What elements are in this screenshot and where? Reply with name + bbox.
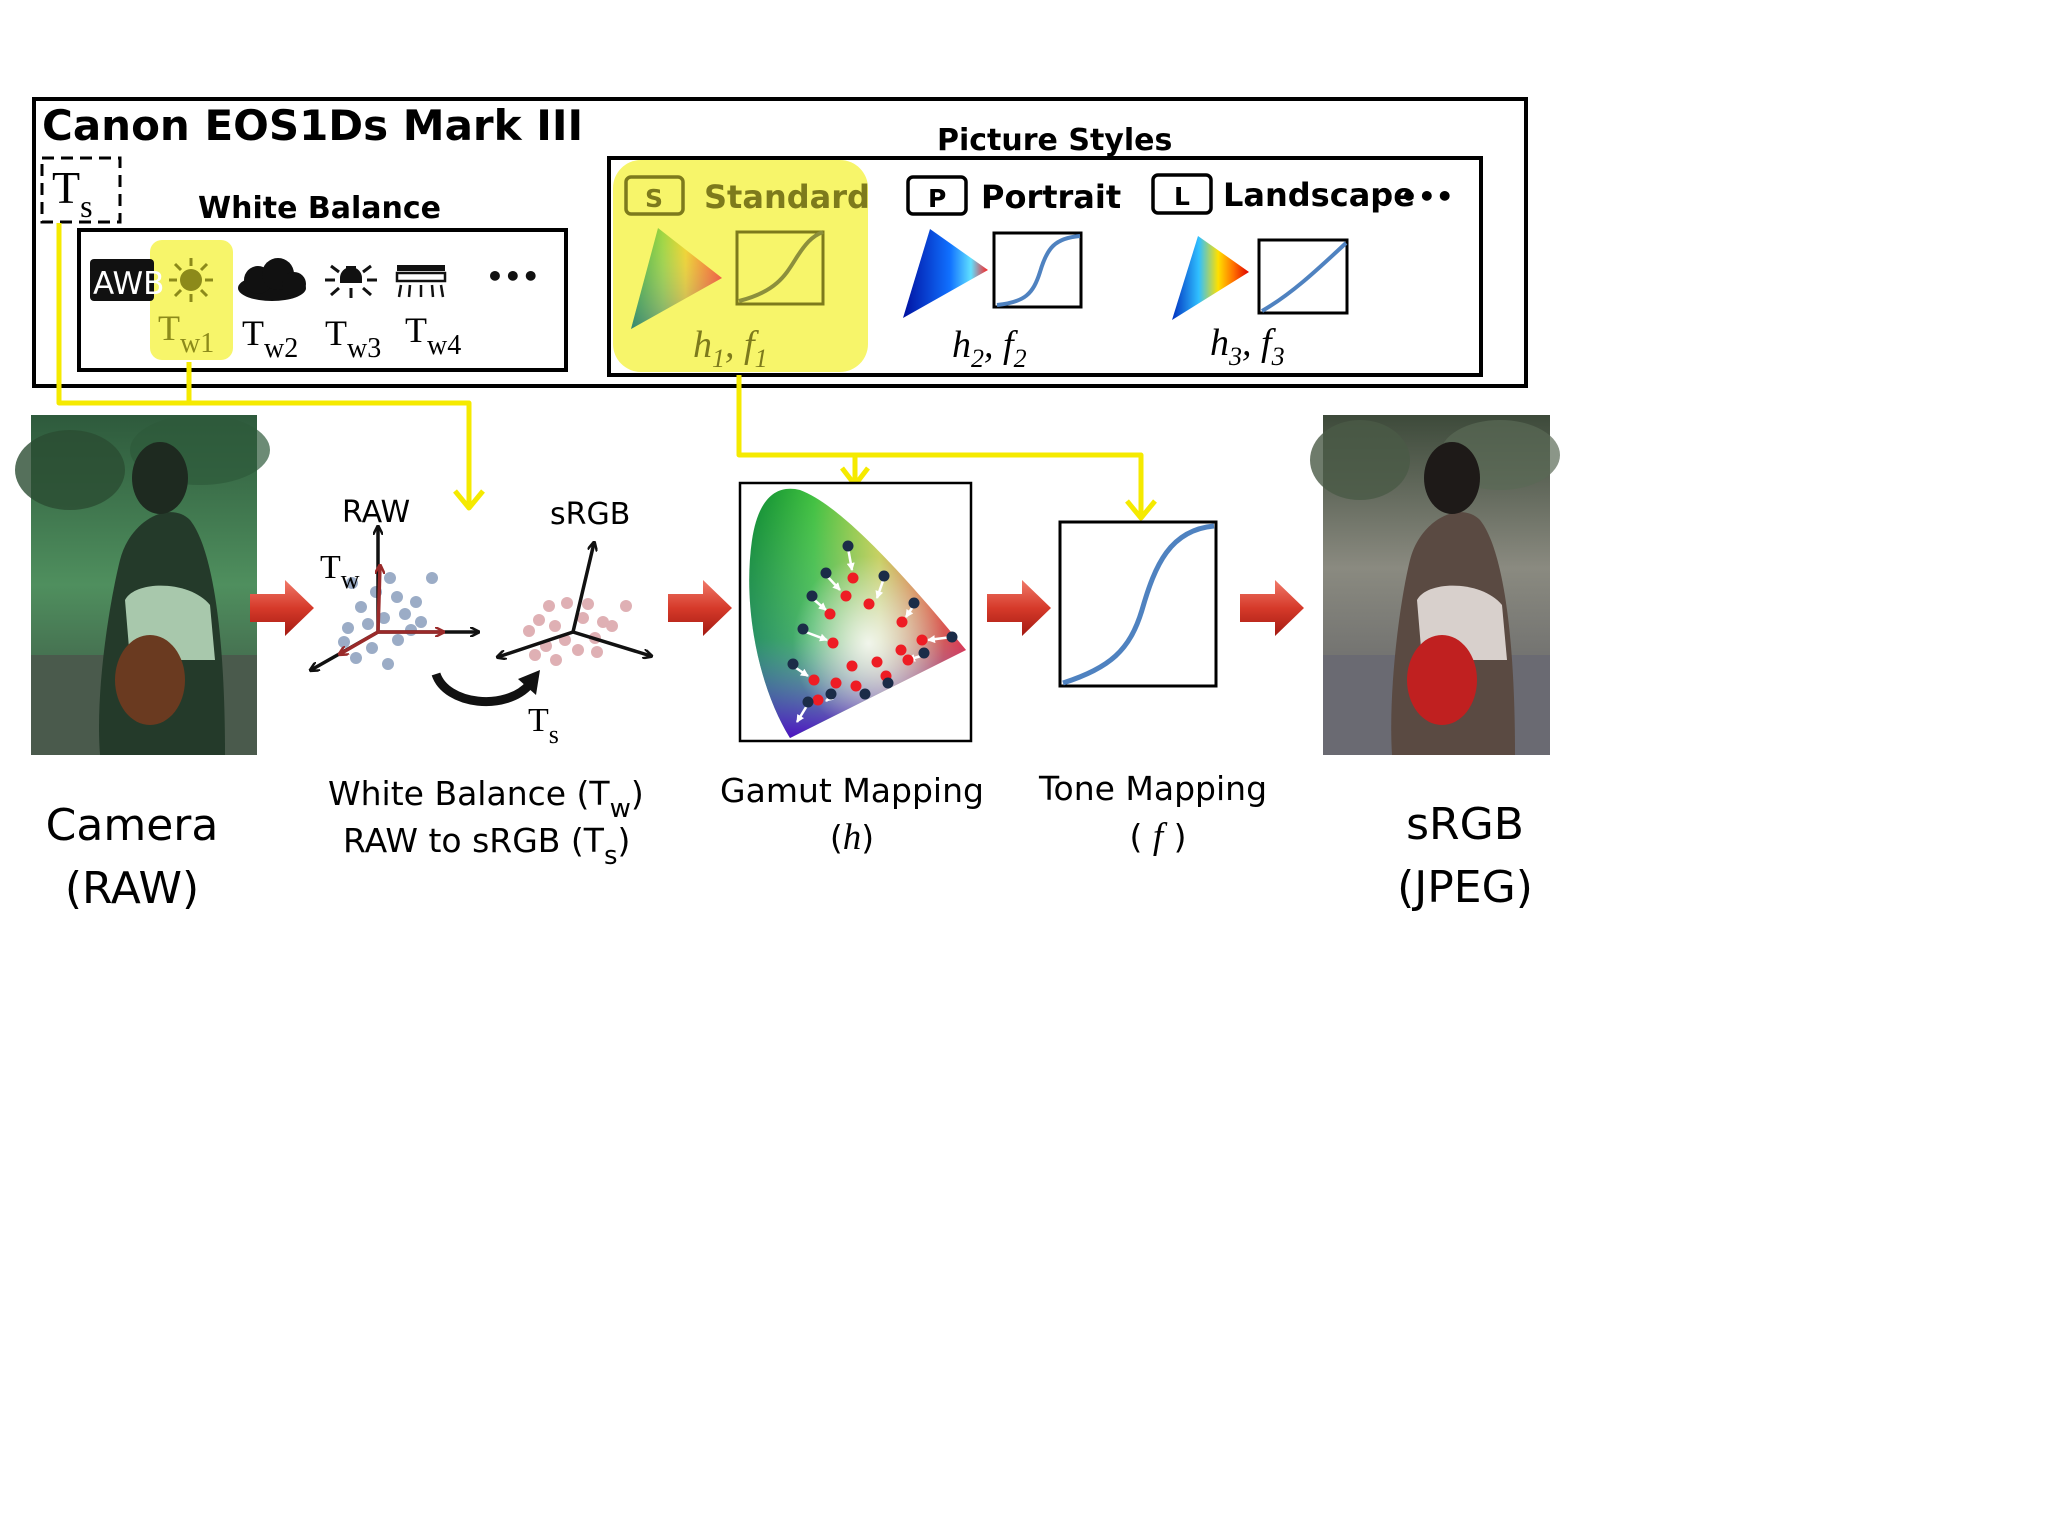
tone-mapping-box xyxy=(1058,520,1218,688)
landscape-badge-letter: L xyxy=(1174,182,1190,211)
wb-scatter-raw xyxy=(311,527,478,670)
gamut-mapping-symbol: (h) xyxy=(830,817,874,858)
ts-symbol: Ts xyxy=(52,162,93,224)
camera-label: Camera xyxy=(46,800,219,851)
tone-mapping-symbol: ( f ) xyxy=(1129,816,1186,857)
landscape-badge xyxy=(1151,173,1213,215)
standard-gamut-triangle xyxy=(631,228,722,329)
svg-text:AWB: AWB xyxy=(93,266,164,302)
srgb-axis-label: sRGB xyxy=(550,497,630,532)
picture-styles-title: Picture Styles xyxy=(937,123,1172,158)
raw-to-wb-arrow xyxy=(250,580,314,636)
ts-dashed-box xyxy=(40,156,122,224)
landscape-tone-box xyxy=(1257,238,1349,315)
raw-axis-label: RAW xyxy=(342,495,410,530)
camera-raw-label: (RAW) xyxy=(65,863,199,914)
wb-to-gamut-arrow xyxy=(668,580,732,636)
styles-more-ellipsis: ••• xyxy=(1400,180,1454,213)
gamut-to-tone-arrow xyxy=(987,580,1051,636)
standard-badge xyxy=(624,175,685,216)
tw2-label: Tw2 xyxy=(242,313,298,364)
portrait-gamut-triangle xyxy=(903,229,988,318)
tone-mapping-curve xyxy=(1062,523,1215,686)
jpeg-output-label: (JPEG) xyxy=(1397,862,1533,913)
portrait-tone-curve xyxy=(996,234,1081,307)
wb-scatter-srgb xyxy=(498,543,651,666)
portrait-style: P Portrait h2, f2 xyxy=(903,175,1121,373)
tw1-label: Tw1 xyxy=(158,308,214,359)
raw-to-srgb-label: RAW to sRGB (Ts) xyxy=(343,821,630,871)
white-balance-title: White Balance xyxy=(198,191,441,226)
fluorescent-icon xyxy=(395,265,447,298)
white-balance-label: White Balance (Tw) xyxy=(328,774,644,824)
gamut-mapping-label: Gamut Mapping xyxy=(720,771,984,810)
awb-icon: AWB xyxy=(90,259,164,302)
tw-matrix-label: Tw xyxy=(320,549,360,594)
gamut-mapping-points xyxy=(787,540,958,723)
landscape-tone-curve xyxy=(1261,241,1348,313)
portrait-badge-letter: P xyxy=(928,184,946,213)
landscape-style: L Landscape ••• h3, f3 xyxy=(1151,173,1454,371)
portrait-tone-box xyxy=(992,231,1083,309)
wb-more-ellipsis: ••• xyxy=(486,260,540,293)
ts-connector xyxy=(56,223,472,505)
landscape-label: Landscape xyxy=(1223,176,1415,214)
camera-model-title: Canon EOS1Ds Mark III xyxy=(42,101,583,150)
bulb-icon xyxy=(325,264,377,298)
ts-transform-arrow xyxy=(431,670,540,707)
tone-mapping-label: Tone Mapping xyxy=(1038,769,1267,808)
portrait-badge xyxy=(906,175,968,216)
landscape-gamut-triangle xyxy=(1172,236,1249,320)
portrait-label: Portrait xyxy=(981,178,1121,216)
figure-canvas: Canon EOS1Ds Mark III Ts White Balance A… xyxy=(15,97,1560,914)
pipeline-diagram: Canon EOS1Ds Mark III Ts White Balance A… xyxy=(15,97,1560,914)
ts-matrix-label: Ts xyxy=(528,702,559,749)
tw3-label: Tw3 xyxy=(325,313,381,364)
tone-connector-arrowhead xyxy=(1125,499,1157,521)
srgb-output-label: sRGB xyxy=(1406,799,1524,850)
yellow-connectors xyxy=(56,223,1157,521)
style-connector xyxy=(736,375,1144,515)
cloud-icon xyxy=(238,258,306,301)
standard-tone-box xyxy=(735,230,825,306)
standard-tone-curve xyxy=(738,230,824,303)
sun-icon xyxy=(169,258,213,302)
standard-label: Standard xyxy=(704,178,870,216)
standard-style: S Standard h1, f1 xyxy=(624,175,870,373)
wb-connector-arrowhead xyxy=(453,489,485,511)
pipeline-arrows xyxy=(250,580,1304,636)
standard-badge-letter: S xyxy=(645,184,663,213)
tw4-label: Tw4 xyxy=(405,310,461,361)
raw-input-photo xyxy=(15,415,270,755)
srgb-output-photo xyxy=(1310,415,1560,755)
tone-to-srgb-arrow xyxy=(1240,580,1304,636)
